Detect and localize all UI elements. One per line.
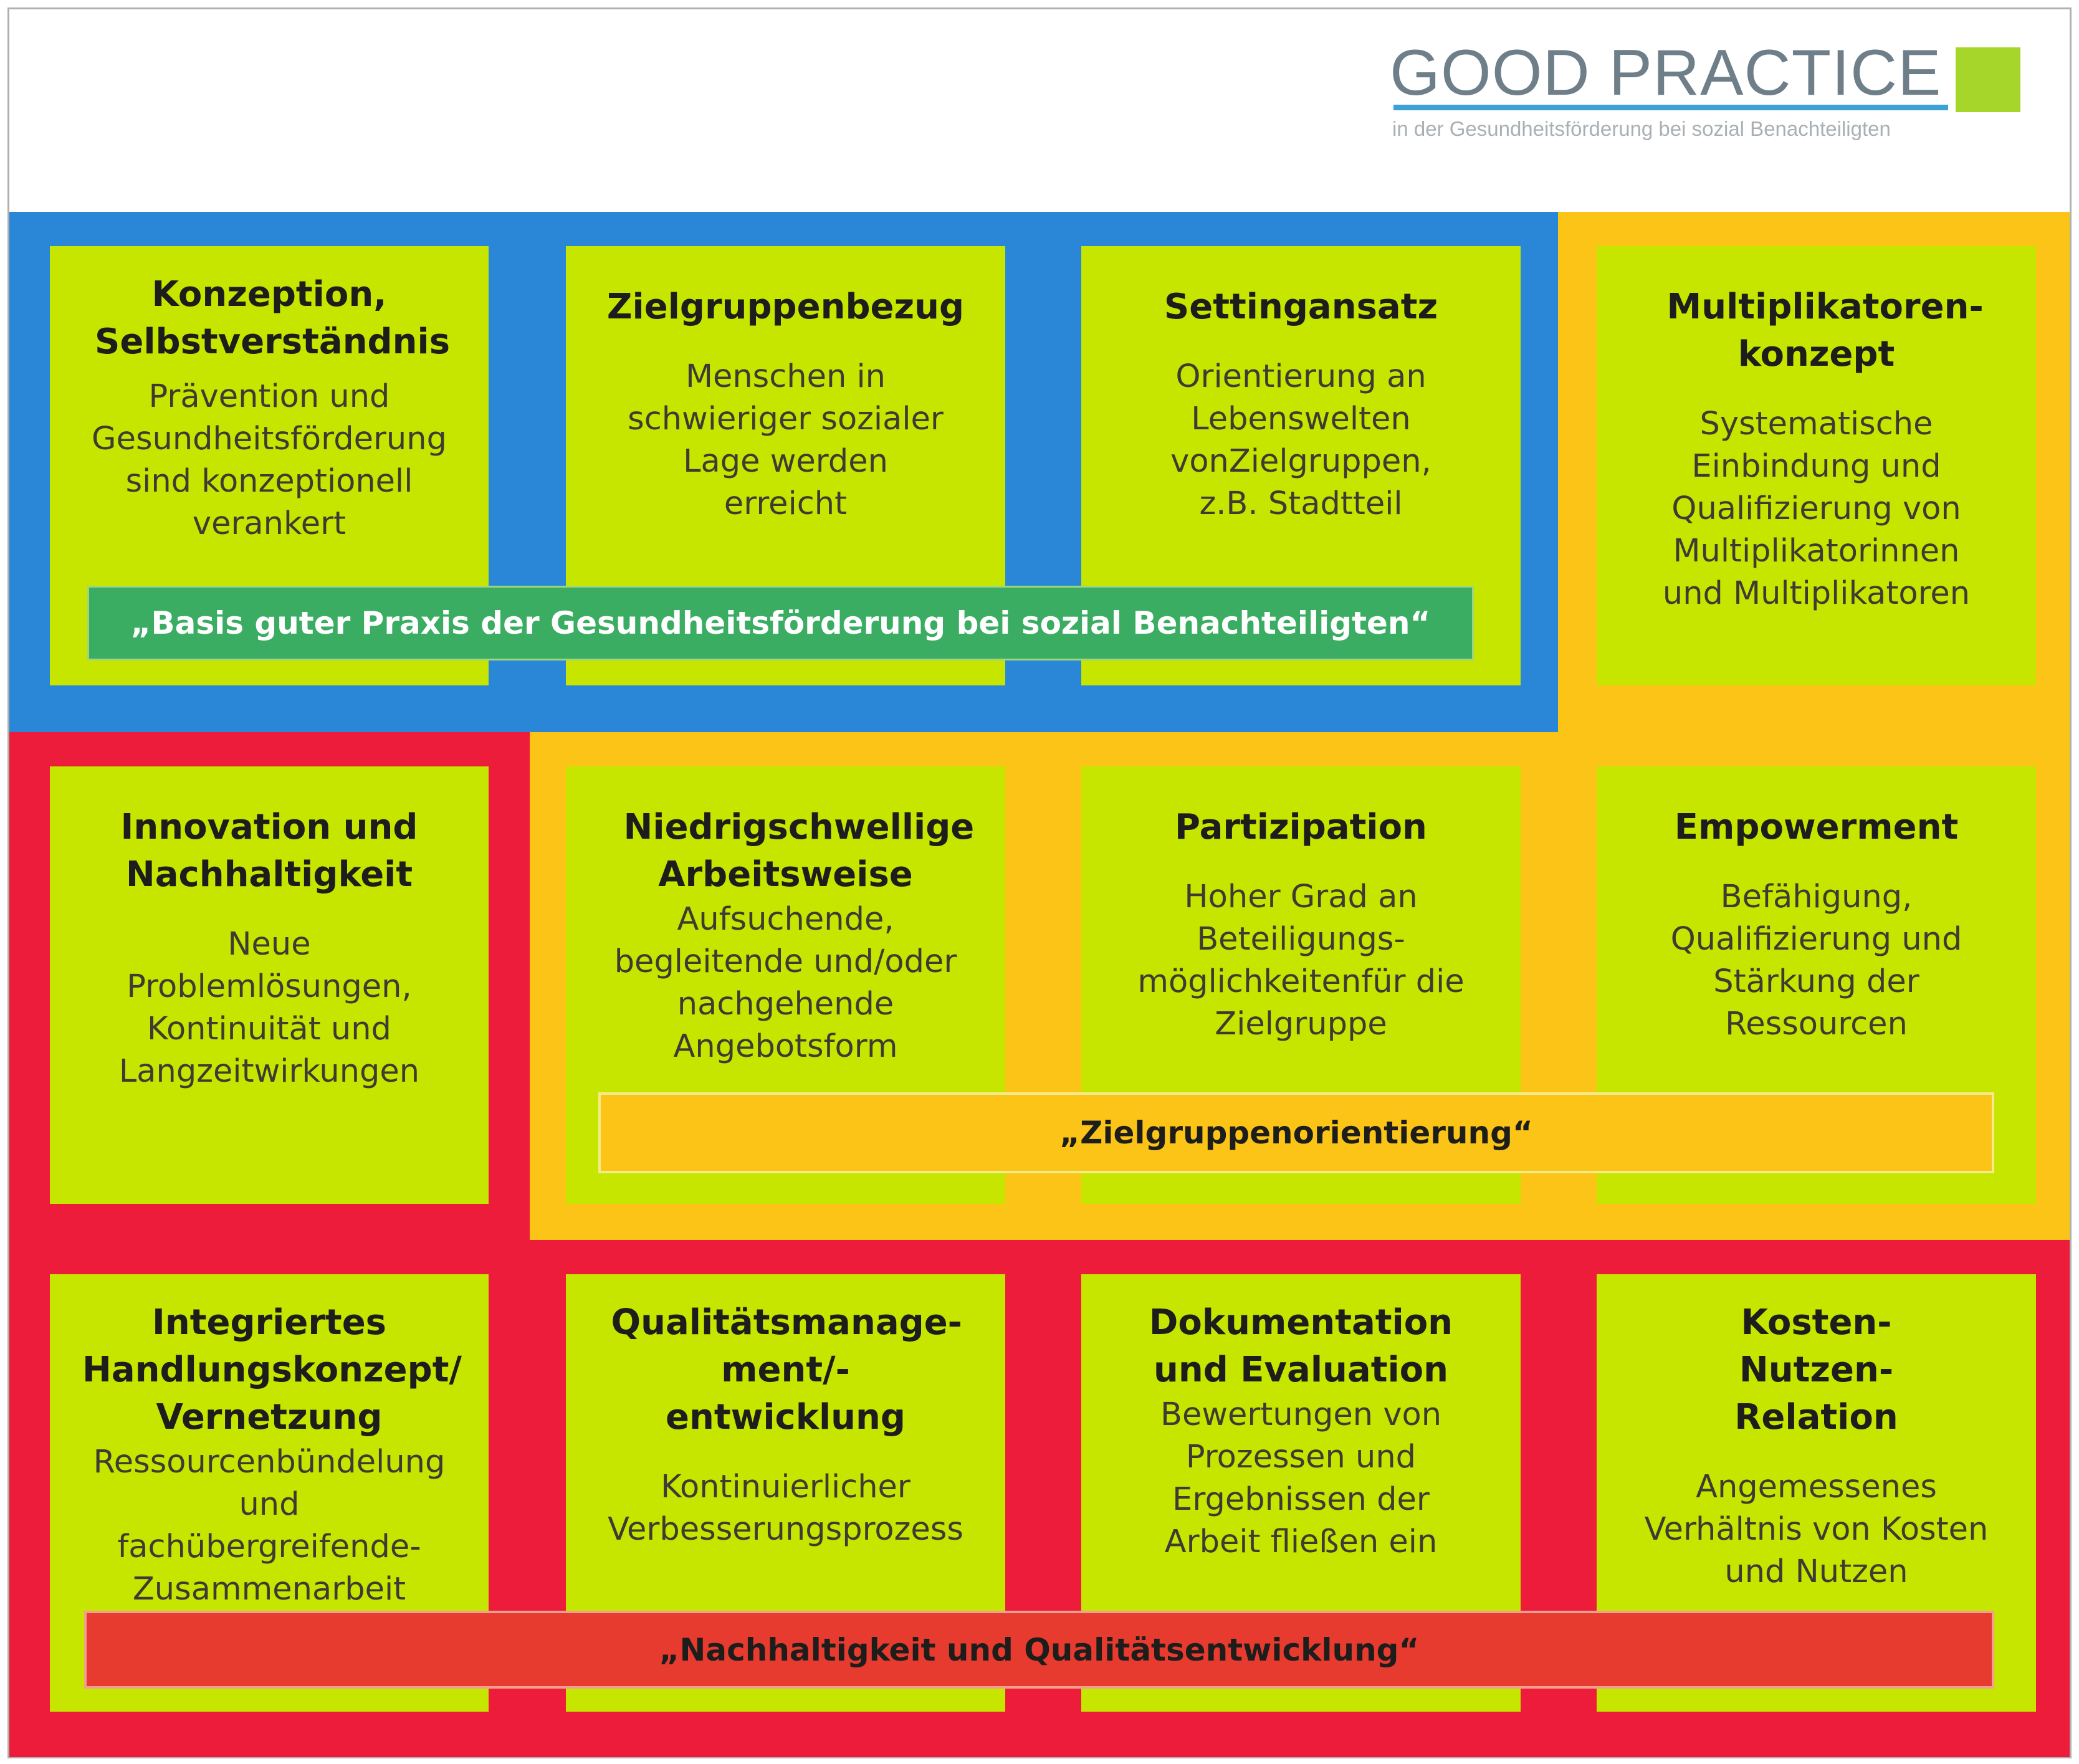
box-description: Hoher Grad an Beteiligungs-möglichkeiten…	[1137, 879, 1465, 1042]
box-title: Konzeption, Selbstverständnis	[95, 274, 451, 362]
box-description: Menschen in schwieriger sozialer Lage we…	[628, 358, 944, 522]
logo-title: GOOD PRACTICE	[1390, 37, 1942, 109]
banner-zielgruppenorientierung: „Zielgruppenorientierung“	[598, 1092, 1994, 1173]
box-description: Bewertungen von Prozessen und Ergebnisse…	[1160, 1396, 1442, 1560]
box-integriertes-handlungskonzept: Integriertes Handlungskonzept/ Vernetzun…	[50, 1274, 489, 1712]
box-title: Settingansatz	[1164, 287, 1438, 327]
logo-square-icon	[1956, 47, 2020, 112]
box-innovation: Innovation und Nachhaltigkeit Neue Probl…	[50, 766, 489, 1204]
box-description: Aufsuchende, begleitende und/oder nachge…	[614, 901, 957, 1065]
box-description: Neue Problemlösungen, Kontinuität und La…	[118, 926, 420, 1090]
box-title: Zielgruppenbezug	[606, 287, 965, 327]
box-title: Dokumentation und Evaluation	[1149, 1302, 1453, 1390]
box-title: Partizipation	[1175, 807, 1427, 847]
box-description: Systematische Einbindung und Qualifizier…	[1662, 406, 1971, 612]
box-description: Orientierung an Lebenswelten vonZielgrup…	[1170, 358, 1431, 522]
banner-basis: „Basis guter Praxis der Gesundheitsförde…	[87, 586, 1474, 660]
box-description: Ressourcenbündelung und fachübergreifend…	[93, 1444, 446, 1608]
box-title: Integriertes Handlungskonzept/ Vernetzun…	[82, 1302, 462, 1437]
box-description: Kontinuierlicher Verbesserungsprozess	[608, 1469, 963, 1548]
box-title: Kosten-Nutzen-Relation	[1734, 1302, 1898, 1437]
box-description: Prävention und Gesundheitsförderung sind…	[92, 378, 447, 542]
box-title: Niedrigschwellige Arbeitsweise	[623, 807, 975, 895]
box-description: Befähigung, Qualifizierung und Stärkung …	[1670, 879, 1962, 1042]
box-title: Qualitätsmanage-ment/-entwicklung	[611, 1302, 962, 1437]
box-description: Angemessenes Verhältnis von Kosten und N…	[1644, 1469, 1989, 1590]
box-multiplikatoren: Multiplikatoren-konzept Systematische Ei…	[1597, 246, 2036, 685]
banner-nachhaltigkeit: „Nachhaltigkeit und Qualitätsentwicklung…	[84, 1611, 1994, 1689]
box-title: Multiplikatoren-konzept	[1666, 287, 1984, 374]
box-title: Empowerment	[1674, 807, 1959, 847]
box-title: Innovation und Nachhaltigkeit	[120, 807, 418, 895]
logo-underline	[1393, 105, 1948, 110]
logo-subtitle: in der Gesundheitsförderung bei sozial B…	[1392, 117, 1891, 140]
